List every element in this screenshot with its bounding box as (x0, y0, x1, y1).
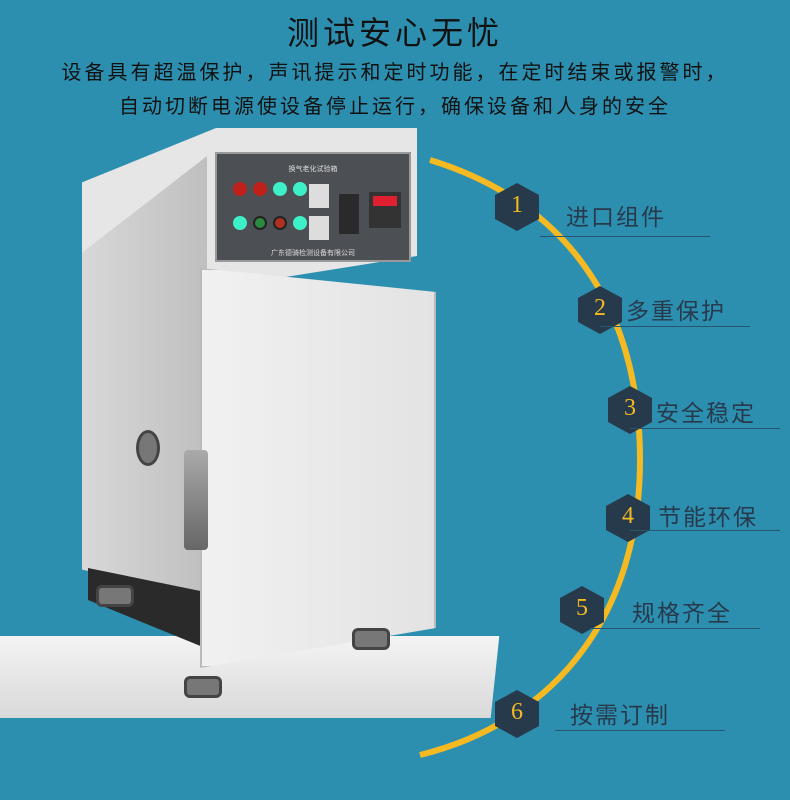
feature-badge-4: 4 (605, 493, 651, 543)
feature-number: 1 (511, 192, 523, 218)
indicator-light (253, 182, 267, 196)
timer-display (309, 216, 329, 240)
indicator-light (273, 182, 287, 196)
temperature-controller (369, 192, 401, 228)
power-button[interactable] (233, 216, 247, 230)
feature-badge-3: 3 (607, 385, 653, 435)
caster-wheel (184, 676, 222, 698)
feature-label-3: 安全稳定 (656, 401, 756, 427)
description-line-2: 自动切断电源使设备停止运行，确保设备和人身的安全 (119, 94, 671, 118)
divider (540, 236, 710, 237)
stop-button[interactable] (273, 216, 287, 230)
feature-label-6: 按需订制 (570, 703, 670, 729)
door-latch-handle[interactable] (184, 450, 208, 550)
chamber-door (200, 268, 436, 668)
speed-knob[interactable] (339, 194, 359, 234)
caster-wheel (96, 585, 134, 607)
timer-display (309, 184, 329, 208)
indicator-light (233, 182, 247, 196)
divider (630, 428, 780, 429)
feature-number: 5 (576, 595, 588, 621)
feature-label-2: 多重保护 (626, 299, 726, 325)
feature-number: 4 (622, 503, 634, 529)
feature-badge-6: 6 (494, 689, 540, 739)
feature-label-5: 规格齐全 (632, 601, 732, 627)
indicator-light (293, 182, 307, 196)
divider (600, 326, 750, 327)
start-button[interactable] (253, 216, 267, 230)
company-name: 广东德骑检测设备有限公司 (271, 249, 355, 257)
divider (590, 628, 760, 629)
feature-number: 3 (624, 395, 636, 421)
feature-label-1: 进口组件 (566, 205, 666, 231)
page-title: 测试安心无忧 (286, 14, 503, 52)
feature-badge-2: 2 (577, 285, 623, 335)
panel-name: 换气老化试验箱 (288, 165, 338, 173)
feature-number: 6 (511, 699, 523, 725)
vent-icon (136, 430, 160, 466)
feature-label-4: 节能环保 (658, 505, 758, 531)
indicator-light (293, 216, 307, 230)
feature-badge-5: 5 (559, 585, 605, 635)
caster-wheel (352, 628, 390, 650)
feature-badge-1: 1 (494, 182, 540, 232)
description-line-1: 设备具有超温保护，声讯提示和定时功能，在定时结束或报警时， (61, 60, 729, 84)
divider (630, 530, 780, 531)
feature-number: 2 (594, 295, 606, 321)
control-panel: 换气老化试验箱 广东德骑检测设备有限公司 (215, 152, 411, 262)
divider (555, 730, 725, 731)
